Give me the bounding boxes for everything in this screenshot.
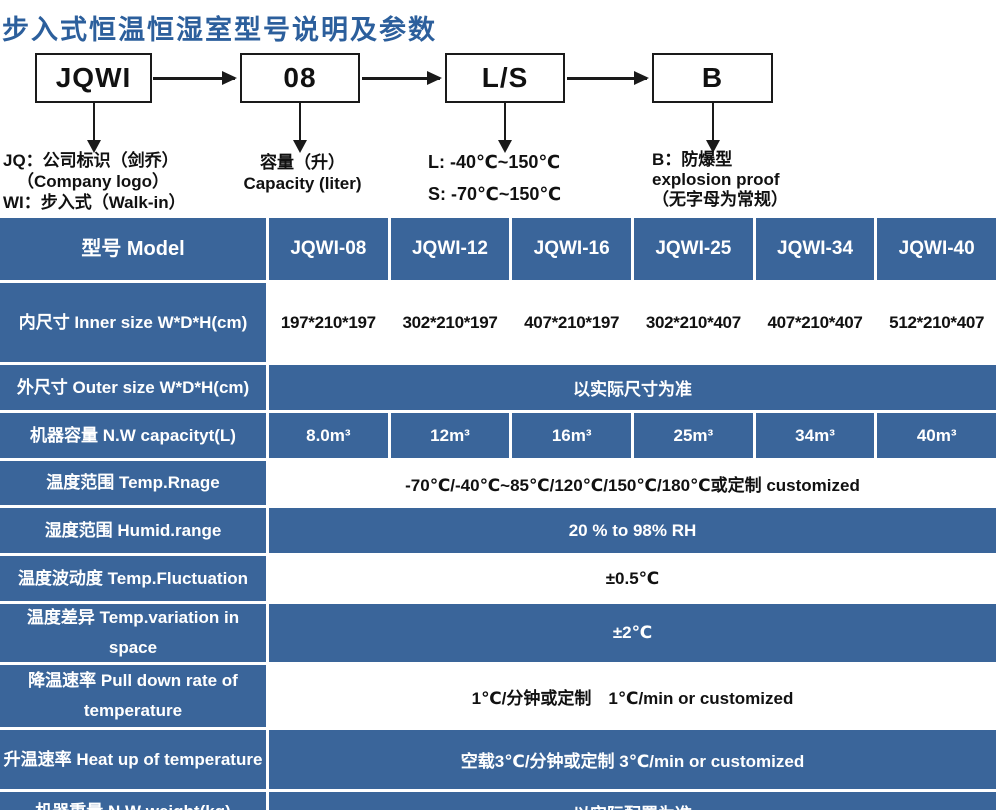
row-value: 12m³ — [390, 413, 510, 458]
row-value: 302*210*197 — [390, 283, 510, 362]
header-model-col: JQWI-12 — [390, 218, 510, 280]
model-code-diagram: 步入式恒温恒湿室型号说明及参数 JQWI 08 L/S B JQ：公司标识（剑乔… — [0, 0, 996, 218]
arrow-down-icon — [706, 103, 720, 153]
row-value: 512*210*407 — [877, 283, 996, 362]
row-value: 8.0m³ — [269, 413, 388, 458]
table-row-temp-fluctuation: 温度波动度 Temp.Fluctuation ±0.5℃ — [0, 556, 996, 601]
note-line: B：防爆型 — [652, 150, 733, 169]
note-line: WI：步入式（Walk-in） — [3, 193, 186, 212]
spec-table: 型号 Model JQWI-08 JQWI-12 JQWI-16 JQWI-25… — [0, 218, 996, 810]
header-model-col: JQWI-40 — [877, 218, 996, 280]
arrow-down-icon — [498, 103, 512, 153]
row-value: 20 % to 98% RH — [269, 508, 996, 553]
table-row-capacity: 机器容量 N.W capacityt(L) 8.0m³ 12m³ 16m³ 25… — [0, 413, 996, 458]
row-value: -70℃/-40℃~85℃/120℃/150℃/180℃或定制 customiz… — [269, 461, 996, 505]
table-row-temp-range: 温度范围 Temp.Rnage -70℃/-40℃~85℃/120℃/150℃/… — [0, 461, 996, 505]
note-line: （Company logo） — [17, 172, 170, 191]
table-row-pulldown-rate: 降温速率 Pull down rate of temperature 1℃/分钟… — [0, 665, 996, 727]
arrow-right-icon — [153, 71, 237, 85]
row-value: ±2℃ — [269, 604, 996, 662]
flow-box-jqwi: JQWI — [35, 53, 152, 103]
table-row-heatup-rate: 升温速率 Heat up of temperature 空载3℃/分钟或定制 3… — [0, 730, 996, 789]
row-value: 197*210*197 — [269, 283, 388, 362]
row-value: 407*210*197 — [512, 283, 632, 362]
note-company-logo: JQ：公司标识（剑乔） （Company logo） WI：步入式（Walk-i… — [3, 150, 186, 213]
header-model-col: JQWI-08 — [269, 218, 388, 280]
header-model-col: JQWI-25 — [634, 218, 753, 280]
note-line: 容量（升） — [260, 153, 345, 172]
row-label: 降温速率 Pull down rate of temperature — [0, 665, 266, 727]
row-label: 内尺寸 Inner size W*D*H(cm) — [0, 283, 266, 362]
table-row-humidity-range: 湿度范围 Humid.range 20 % to 98% RH — [0, 508, 996, 553]
arrow-down-icon — [87, 103, 101, 153]
table-header-row: 型号 Model JQWI-08 JQWI-12 JQWI-16 JQWI-25… — [0, 218, 996, 280]
note-line: S: -70℃~150℃ — [428, 184, 562, 204]
table-row-temp-variation: 温度差异 Temp.variation in space ±2℃ — [0, 604, 996, 662]
note-line: L: -40℃~150℃ — [428, 152, 561, 172]
note-line: Capacity (liter) — [243, 174, 362, 193]
row-value: ±0.5℃ — [269, 556, 996, 601]
table-row-inner-size: 内尺寸 Inner size W*D*H(cm) 197*210*197 302… — [0, 283, 996, 362]
note-line: explosion proof — [652, 170, 780, 189]
flow-box-temp-class: L/S — [445, 53, 565, 103]
row-label: 机器容量 N.W capacityt(L) — [0, 413, 266, 458]
row-value: 以实际尺寸为准 — [269, 365, 996, 410]
note-capacity: 容量（升） Capacity (liter) — [215, 152, 390, 194]
row-value: 407*210*407 — [755, 283, 875, 362]
row-value: 以实际配置为准 — [269, 792, 996, 810]
row-label: 温度差异 Temp.variation in space — [0, 604, 266, 662]
header-model-col: JQWI-34 — [755, 218, 875, 280]
table-row-outer-size: 外尺寸 Outer size W*D*H(cm) 以实际尺寸为准 — [0, 365, 996, 410]
row-label: 升温速率 Heat up of temperature — [0, 730, 266, 789]
row-value: 302*210*407 — [634, 283, 753, 362]
row-label: 机器重量 N.W weight(kg) — [0, 792, 266, 810]
header-model: 型号 Model — [0, 218, 266, 280]
table-row-weight: 机器重量 N.W weight(kg) 以实际配置为准 — [0, 792, 996, 810]
row-value: 1℃/分钟或定制 1℃/min or customized — [269, 665, 996, 727]
arrow-right-icon — [362, 71, 442, 85]
row-label: 湿度范围 Humid.range — [0, 508, 266, 553]
note-explosion-proof: B：防爆型 explosion proof （无字母为常规） — [652, 150, 788, 210]
row-label: 温度波动度 Temp.Fluctuation — [0, 556, 266, 601]
note-line: （无字母为常规） — [652, 190, 788, 209]
note-temp-class: L: -40℃~150℃ S: -70℃~150℃ — [428, 152, 561, 216]
row-value: 空载3℃/分钟或定制 3℃/min or customized — [269, 730, 996, 789]
row-label: 温度范围 Temp.Rnage — [0, 461, 266, 505]
row-value: 34m³ — [755, 413, 875, 458]
row-value: 40m³ — [877, 413, 996, 458]
arrow-down-icon — [293, 103, 307, 153]
row-label: 外尺寸 Outer size W*D*H(cm) — [0, 365, 266, 410]
flow-box-explosion: B — [652, 53, 773, 103]
page-title: 步入式恒温恒湿室型号说明及参数 — [2, 15, 437, 45]
row-value: 25m³ — [634, 413, 753, 458]
row-value: 16m³ — [512, 413, 632, 458]
header-model-col: JQWI-16 — [512, 218, 632, 280]
note-line: JQ：公司标识（剑乔） — [3, 151, 179, 170]
arrow-right-icon — [567, 71, 649, 85]
flow-box-capacity: 08 — [240, 53, 360, 103]
